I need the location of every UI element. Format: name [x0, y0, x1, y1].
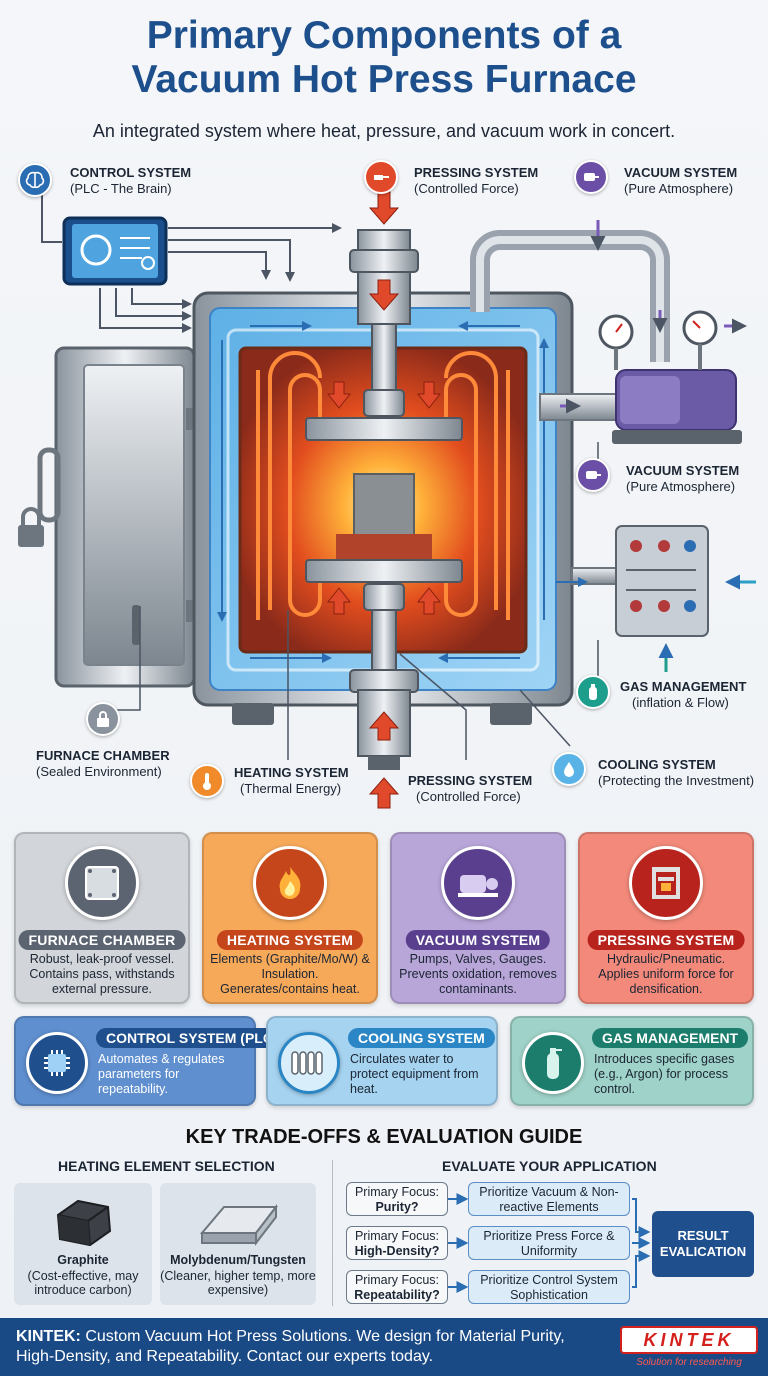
element-name: Graphite — [57, 1253, 109, 1267]
page-title: Primary Components of a Vacuum Hot Press… — [0, 14, 768, 102]
card-pressing-system: PRESSING SYSTEM Hydraulic/Pneumatic. App… — [578, 832, 754, 1004]
brain-icon — [18, 163, 52, 197]
element-name: Molybdenum/Tungsten — [170, 1253, 306, 1267]
priority-high-density: Prioritize Press Force & Uniformity — [468, 1226, 630, 1260]
card-description: Elements (Graphite/Mo/W) & Insulation. G… — [210, 952, 370, 996]
card-title: GAS MANAGEMENT — [592, 1028, 749, 1048]
footer-text: KINTEK: Custom Vacuum Hot Press Solution… — [16, 1327, 606, 1367]
chip-icon — [26, 1032, 88, 1094]
metal-ingot-icon — [199, 1204, 279, 1246]
focus-high-density: Primary Focus: High-Density? — [346, 1226, 448, 1260]
flow-connectors — [448, 1193, 651, 1293]
card-heating-system: HEATING SYSTEM Elements (Graphite/Mo/W) … — [202, 832, 378, 1004]
vacuum-pump-icon — [576, 458, 610, 492]
label-pressing-top: PRESSING SYSTEM(Controlled Force) — [414, 165, 539, 196]
vacuum-flow-arrows — [560, 220, 747, 414]
card-furnace-chamber: FURNACE CHAMBER Robust, leak-proof vesse… — [14, 832, 190, 1004]
vacuum-pump-icon — [574, 160, 608, 194]
card-title: HEATING SYSTEM — [216, 930, 364, 950]
radiator-icon — [278, 1032, 340, 1094]
label-vacuum-top: VACUUM SYSTEM(Pure Atmosphere) — [624, 165, 738, 196]
card-description: Automates & regulates parameters for rep… — [98, 1052, 225, 1096]
focus-purity: Primary Focus: Purity? — [346, 1182, 448, 1216]
piston-icon — [364, 160, 398, 194]
title-line-2: Vacuum Hot Press Furnace — [131, 58, 637, 101]
card-control-system: CONTROL SYSTEM (PLC) Automates & regulat… — [14, 1016, 288, 1106]
thermometer-icon — [190, 764, 224, 798]
element-description: (Cost-effective, may introduce carbon) — [27, 1269, 139, 1297]
label-pressing-bottom: PRESSING SYSTEM(Controlled Force) — [408, 773, 533, 804]
card-cooling-system: COOLING SYSTEM Circulates water to prote… — [266, 1016, 498, 1106]
label-cooling-system: COOLING SYSTEM(Protecting the Investment… — [598, 757, 755, 788]
evaluate-heading: EVALUATE YOUR APPLICATION — [442, 1158, 657, 1174]
element-molybdenum-tungsten: Molybdenum/Tungsten (Cleaner, higher tem… — [160, 1183, 316, 1305]
gas-cylinder-icon — [522, 1032, 584, 1094]
flame-icon — [253, 846, 327, 920]
label-vacuum-mid: VACUUM SYSTEM(Pure Atmosphere) — [626, 463, 740, 494]
card-description: Pumps, Valves, Gauges. Prevents oxidatio… — [399, 952, 557, 996]
force-arrows — [326, 191, 442, 809]
footer-brand: KINTEK: — [16, 1328, 81, 1345]
heating-selection-heading: HEATING ELEMENT SELECTION — [58, 1158, 275, 1174]
gas-panel — [556, 525, 756, 672]
furnace-diagram — [18, 190, 756, 809]
chamber-door — [18, 346, 200, 688]
result-evaluation-box: RESULT EVALICATION — [652, 1211, 754, 1277]
title-line-1: Primary Components of a — [146, 14, 622, 57]
gas-cylinder-icon — [576, 675, 610, 709]
priority-repeatability: Prioritize Control System Sophistication — [468, 1270, 630, 1304]
element-description: (Cleaner, higher temp, more expensive) — [160, 1269, 316, 1297]
heating-coils — [256, 351, 510, 620]
priority-purity: Prioritize Vacuum & Non-reactive Element… — [468, 1182, 630, 1216]
label-heating-system: HEATING SYSTEM(Thermal Energy) — [234, 765, 349, 796]
card-description: Hydraulic/Pneumatic. Applies uniform for… — [598, 952, 734, 996]
card-vacuum-system: VACUUM SYSTEM Pumps, Valves, Gauges. Pre… — [390, 832, 566, 1004]
card-title: PRESSING SYSTEM — [587, 930, 745, 950]
logo-tagline: Solution for researching — [636, 1357, 742, 1368]
subtitle: An integrated system where heat, pressur… — [92, 121, 676, 141]
card-description: Robust, leak-proof vessel. Contains pass… — [29, 952, 175, 996]
footer-banner: KINTEK: Custom Vacuum Hot Press Solution… — [0, 1318, 768, 1376]
vacuum-line — [470, 230, 742, 444]
leader-lines — [112, 442, 599, 760]
card-title: FURNACE CHAMBER — [18, 930, 186, 950]
kintek-logo[interactable]: KINTEK — [620, 1326, 758, 1354]
tradeoffs-heading: KEY TRADE-OFFS & EVALUATION GUIDE — [185, 1126, 583, 1148]
card-title: VACUUM SYSTEM — [405, 930, 551, 950]
label-control-system: CONTROL SYSTEM(PLC - The Brain) — [70, 165, 192, 196]
press-icon — [629, 846, 703, 920]
card-title: CONTROL SYSTEM (PLC) — [96, 1028, 288, 1048]
padlock-icon — [86, 702, 120, 736]
label-gas-management: GAS MANAGEMENT(inflation & Flow) — [620, 679, 747, 710]
graphite-block-icon — [56, 1199, 112, 1247]
press-assembly — [305, 229, 463, 770]
card-description: Circulates water to protect equipment fr… — [350, 1052, 479, 1096]
control-monitor — [62, 216, 168, 286]
card-gas-management: GAS MANAGEMENT Introduces specific gases… — [510, 1016, 754, 1106]
section-divider — [332, 1160, 333, 1306]
water-drop-icon — [552, 752, 586, 786]
label-furnace-chamber: FURNACE CHAMBER(Sealed Environment) — [36, 748, 170, 779]
card-description: Introduces specific gases (e.g., Argon) … — [594, 1052, 735, 1096]
vacuum-pump-icon — [441, 846, 515, 920]
focus-repeatability: Primary Focus: Repeatability? — [346, 1270, 448, 1304]
steel-plate-icon — [65, 846, 139, 920]
control-links — [41, 190, 342, 333]
card-title: COOLING SYSTEM — [348, 1028, 495, 1048]
footer-message: Custom Vacuum Hot Press Solutions. We de… — [16, 1328, 565, 1365]
flow-arrows — [217, 321, 549, 663]
element-graphite: Graphite (Cost-effective, may introduce … — [14, 1183, 152, 1305]
